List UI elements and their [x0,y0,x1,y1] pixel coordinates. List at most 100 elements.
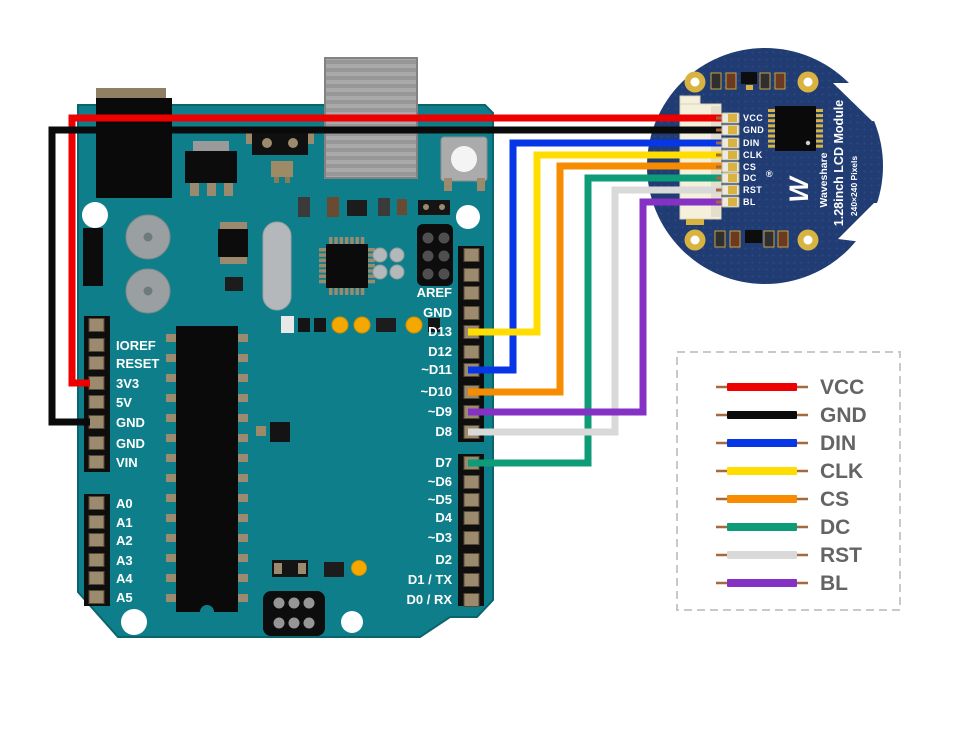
dip-leg [166,454,176,462]
led-yellow [331,316,349,334]
legend-swatch [727,383,797,391]
pin-pad [463,268,480,282]
header-hole [438,232,450,244]
legend-label: GND [820,404,867,427]
smd-component [298,197,310,217]
pin-pad [88,496,105,510]
lcd-pin-label: DIN [743,138,760,148]
mcu-pin [319,248,326,252]
smd-pad [746,85,753,90]
icsp-hole [273,617,285,629]
lcd-pin-pad-gold [728,198,737,206]
pin-label: AREF [417,285,452,300]
lcd-pin-pad-gold [728,163,737,171]
arduino-board: IOREF RESET 3V3 5V GND GND VIN A0 A1 A2 … [77,57,494,638]
ic-pin [816,109,823,112]
reset-button-cap[interactable] [451,146,477,172]
mounting-hole [341,611,363,633]
reset-leg [444,178,452,191]
power-jack-stripe [96,88,166,98]
jumper-wires [48,114,728,467]
smd-component [397,199,407,215]
pin-pad [88,318,105,332]
lcd-pad-lead [716,128,724,132]
legend-row: GND [716,404,867,427]
header-hole [438,268,450,280]
smd-component [729,230,741,248]
lcd-smd-components [710,72,789,248]
smd-component [378,198,390,216]
smd-pad [439,204,445,210]
mcu-pin [360,288,365,295]
dip-leg [166,414,176,422]
sot23-leg [285,177,290,183]
legend-swatch [727,411,797,419]
regulator-leg [190,183,199,196]
pin-label: D13 [428,324,452,339]
ic-pin [816,119,823,123]
pin-pad [88,395,105,409]
pin-pad [463,593,480,607]
atmega-dip-chip [176,326,238,612]
lcd-pad-lead [716,116,724,120]
fuse-dot [288,138,298,148]
ic-pin [816,134,823,138]
lcd-module: ® W Waveshare 1.28inch LCD Module 240×24… [647,48,912,284]
dip-leg [238,574,248,582]
lcd-pin-label: DC [743,173,757,183]
pad-circle [389,264,405,280]
lcd-mounting-hole-center [803,235,813,245]
pin-pad [463,345,480,359]
legend-row: DC [716,516,850,539]
dip-leg [166,434,176,442]
dip-leg [166,554,176,562]
reset-leg [477,178,485,191]
dip-leg [166,334,176,342]
registered-mark: ® [766,169,773,179]
icsp-hole [303,617,315,629]
legend-row: CS [716,488,849,511]
pin-label: A5 [116,590,133,605]
ic-pin [768,119,775,123]
smd-component [428,318,440,332]
pin-label: A2 [116,533,133,548]
mcu-pin [360,237,365,244]
pin-pad [88,455,105,469]
icsp-hole [273,597,285,609]
crystal [262,221,292,311]
pin-pad [88,553,105,567]
mcu-pin [319,263,326,268]
lcd-pad-lead [716,200,724,204]
pin-label: 5V [116,395,132,410]
lcd-pin-label: CLK [743,150,763,160]
wire-color-legend: VCC GND DIN CLK CS DC [676,351,901,611]
smd-pad [298,563,306,574]
smd-component [256,426,266,436]
mcu-pin [329,288,333,295]
legend-label: CLK [820,460,863,483]
lcd-pad-lead [716,165,724,169]
capacitor-dot [143,286,153,296]
mcu-pin [319,279,326,284]
ic-pin [816,144,823,148]
waveshare-logo-mark: W [784,175,814,203]
dip-leg [166,354,176,362]
pin-label: IOREF [116,338,156,353]
mcu-pin [350,237,354,244]
brand-text: Waveshare [818,152,830,207]
mounting-hole [82,202,108,228]
dip-leg [238,394,248,402]
smd-component [324,562,344,577]
ic8-body [218,229,248,257]
smd-components [256,197,450,577]
lcd-pin-label: BL [743,197,756,207]
ic-pin [768,124,775,128]
lcd-pin-label: GND [743,125,764,135]
wire-vcc [68,114,728,387]
pin-pad [463,286,480,300]
pad-circle [389,247,405,263]
pin-label: D4 [435,510,452,525]
pin-label: D7 [435,455,452,470]
pin-pad [88,515,105,529]
